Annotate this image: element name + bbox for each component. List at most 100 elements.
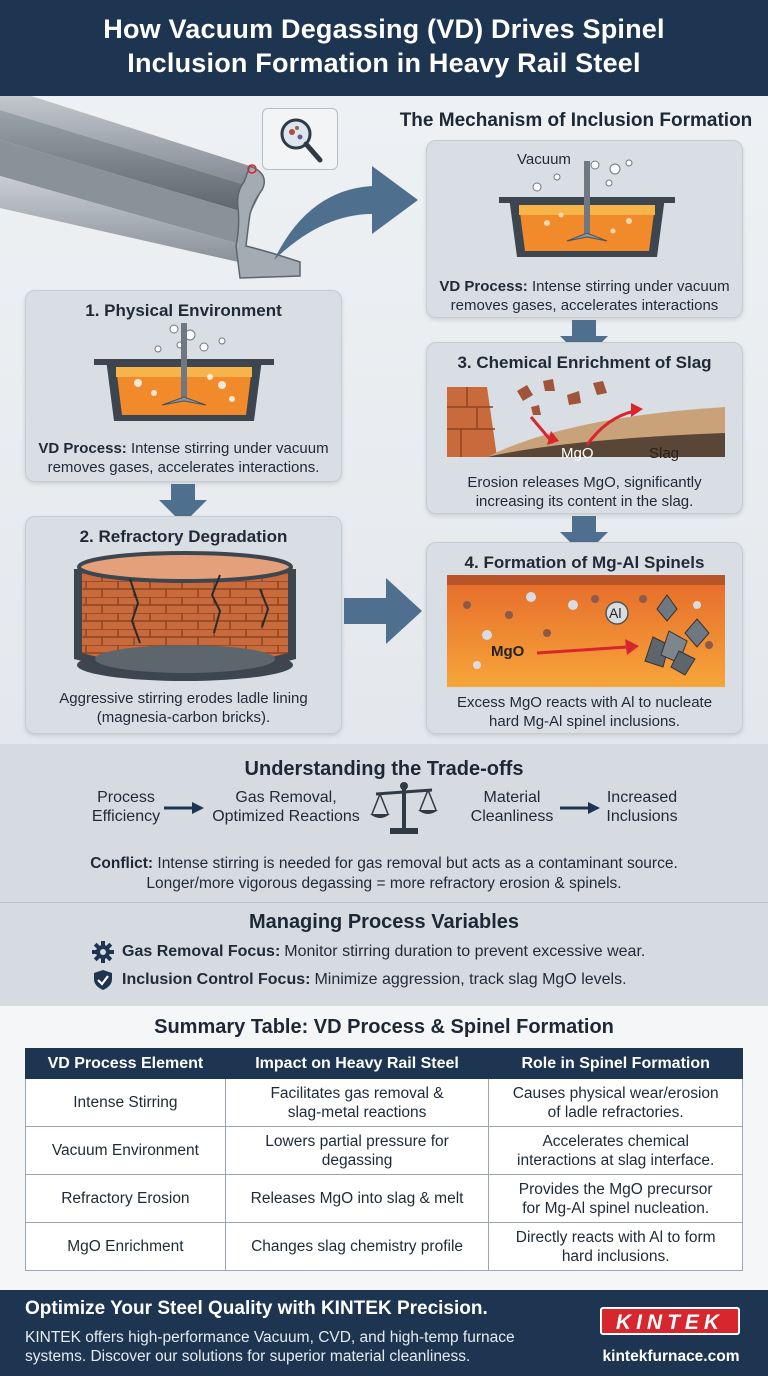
step1-desc-bold: VD Process:: [38, 440, 127, 457]
page-title-line1: How Vacuum Degassing (VD) Drives Spinel: [103, 14, 665, 44]
table-cell: Vacuum Environment: [25, 1126, 226, 1175]
table-cell-line: Directly reacts with Al to form: [515, 1228, 716, 1246]
vd-ladle-illustration: [499, 159, 675, 257]
table-cell-line: Refractory Erosion: [61, 1190, 190, 1207]
website-link[interactable]: kintekfurnace.com: [602, 1348, 740, 1365]
table-header-cell: Impact on Heavy Rail Steel: [224, 1048, 490, 1079]
step4-title: 4. Formation of Mg-Al Spinels: [464, 553, 705, 572]
table-cell-line: for Mg-Al spinel nucleation.: [522, 1199, 710, 1217]
table-cell-line: slag-metal reactions: [287, 1103, 427, 1121]
summary-section: Summary Table: VD Process & Spinel Forma…: [0, 1006, 768, 1290]
table-cell-line: Changes slag chemistry profile: [251, 1238, 464, 1255]
step2-title: 2. Refractory Degradation: [79, 527, 288, 546]
step1-desc-line2: removes gases, accelerates interactions.: [47, 459, 320, 476]
table-cell-line: MgO Enrichment: [67, 1238, 184, 1255]
step4-mgo-label: MgO: [491, 643, 525, 660]
page-title-line2: Inclusion Formation in Heavy Rail Steel: [127, 48, 641, 78]
arrow-right-icon: [164, 802, 204, 814]
step3-desc-line1: Erosion releases MgO, significantly: [467, 474, 702, 491]
step1-desc-line1: Intense stirring under vacuum: [126, 440, 329, 457]
rail-illustration: [0, 96, 301, 279]
step4-al-label: Al: [609, 605, 622, 621]
table-cell: Facilitates gas removal &slag-metal reac…: [224, 1078, 490, 1127]
overview-desc-line1: Intense stirring under vacuum: [527, 278, 730, 295]
step4-desc-line2: hard Mg-Al spinel inclusions.: [489, 713, 680, 730]
table-cell-line: Facilitates gas removal &: [270, 1084, 444, 1102]
step4-spinel-illustration: [447, 575, 725, 687]
kintek-logo[interactable]: KINTEK: [600, 1307, 740, 1335]
step3-slag-label: Slag: [649, 445, 680, 462]
step4-card: 4. Formation of Mg-Al Spinels: [426, 542, 743, 734]
step3-card: 3. Chemical Enrichment of Slag MgO Slag …: [426, 342, 743, 514]
conflict-label: Conflict:: [90, 855, 154, 872]
step1-title: 1. Physical Environment: [85, 301, 282, 320]
step3-title: 3. Chemical Enrichment of Slag: [457, 353, 712, 372]
conflict-line2: Longer/more vigorous degassing = more re…: [146, 875, 622, 892]
footer-title: Optimize Your Steel Quality with KINTEK …: [25, 1298, 488, 1319]
vacuum-label: Vacuum: [517, 151, 571, 168]
flow-material-cleanliness: Material Cleanliness: [470, 789, 554, 825]
table-cell-line: of ladle refractories.: [547, 1103, 684, 1121]
manage-item-inclusion-control: Inclusion Control Focus: Minimize aggres…: [92, 969, 627, 991]
tradeoffs-title: Understanding the Trade-offs: [244, 758, 524, 780]
step2-desc-line2: (magnesia-carbon bricks).: [96, 709, 271, 726]
table-cell-line: Causes physical wear/erosion: [512, 1084, 719, 1102]
tradeoffs-section: Understanding the Trade-offs Process Eff…: [0, 744, 768, 902]
flow-arrow-step2-step4: [344, 578, 422, 644]
summary-title: Summary Table: VD Process & Spinel Forma…: [154, 1016, 614, 1038]
step1-ladle-illustration: [94, 323, 274, 421]
manage-section: Managing Process Variables Gas Removal F…: [0, 902, 768, 1006]
arrow-right-icon: [560, 802, 600, 814]
conflict-text: Conflict: Intense stirring is needed for…: [0, 854, 768, 894]
mechanism-title: The Mechanism of Inclusion Formation: [399, 110, 753, 131]
table-cell-line: Lowers partial pressure for: [265, 1132, 449, 1150]
header-banner: How Vacuum Degassing (VD) Drives Spinel …: [0, 0, 768, 96]
table-cell: Intense Stirring: [25, 1078, 226, 1127]
overview-desc-line2: removes gases, accelerates interactions: [450, 297, 719, 314]
flow-process-efficiency: Process Efficiency: [91, 789, 161, 825]
table-header-cell: VD Process Element: [25, 1048, 226, 1079]
mechanism-section: The Mechanism of Inclusion Formation Vac…: [0, 96, 768, 744]
overview-desc-bold: VD Process:: [439, 278, 528, 295]
flow-arrow-curve: [274, 166, 418, 260]
table-cell: MgO Enrichment: [25, 1222, 226, 1271]
footer-body: KINTEK offers high-performance Vacuum, C…: [25, 1329, 515, 1365]
footer-banner: Optimize Your Steel Quality with KINTEK …: [0, 1290, 768, 1376]
flow-arrow-step3-step4: [560, 516, 608, 556]
step3-erosion-illustration: [447, 379, 725, 457]
gear-icon: [92, 941, 114, 963]
balance-scale-icon: [370, 782, 438, 834]
step2-brick-ladle-illustration: [74, 551, 296, 681]
table-cell: Changes slag chemistry profile: [224, 1222, 490, 1271]
magnifier-icon: [280, 118, 323, 163]
table-header-cell: Role in Spinel Formation: [488, 1048, 743, 1079]
flow-increased-inclusions: Increased Inclusions: [606, 789, 678, 825]
flow-arrow-step1-step2: [159, 484, 207, 524]
step3-desc-line2: increasing its content in the slag.: [475, 493, 694, 510]
step1-card: 1. Physical Environment VD Process: Inte…: [25, 290, 342, 482]
table-cell: Releases MgO into slag & melt: [224, 1174, 490, 1223]
table-cell: Refractory Erosion: [25, 1174, 226, 1223]
flow-gas-removal: Gas Removal, Optimized Reactions: [212, 789, 360, 825]
table-cell-line: interactions at slag interface.: [517, 1151, 715, 1169]
table-cell-line: Provides the MgO precursor: [518, 1180, 713, 1198]
table-cell-line: degassing: [321, 1151, 393, 1169]
flow-arrow-overview-step3: [560, 320, 608, 360]
table-cell-line: hard inclusions.: [561, 1247, 670, 1265]
shield-check-icon: [94, 970, 112, 990]
summary-table: VD Process Element Impact on Heavy Rail …: [25, 1048, 743, 1271]
manage-item-gas-removal: Gas Removal Focus: Monitor stirring dura…: [92, 941, 645, 963]
manage-title: Managing Process Variables: [248, 911, 520, 933]
table-cell-line: Accelerates chemical: [542, 1132, 689, 1150]
overview-card: Vacuum VD Process: Intense stirring unde…: [426, 140, 743, 318]
step2-desc-line1: Aggressive stirring erodes ladle lining: [59, 690, 308, 707]
table-row: MgO Enrichment Changes slag chemistry pro…: [25, 1222, 743, 1271]
table-header-row: VD Process Element Impact on Heavy Rail …: [25, 1048, 743, 1079]
